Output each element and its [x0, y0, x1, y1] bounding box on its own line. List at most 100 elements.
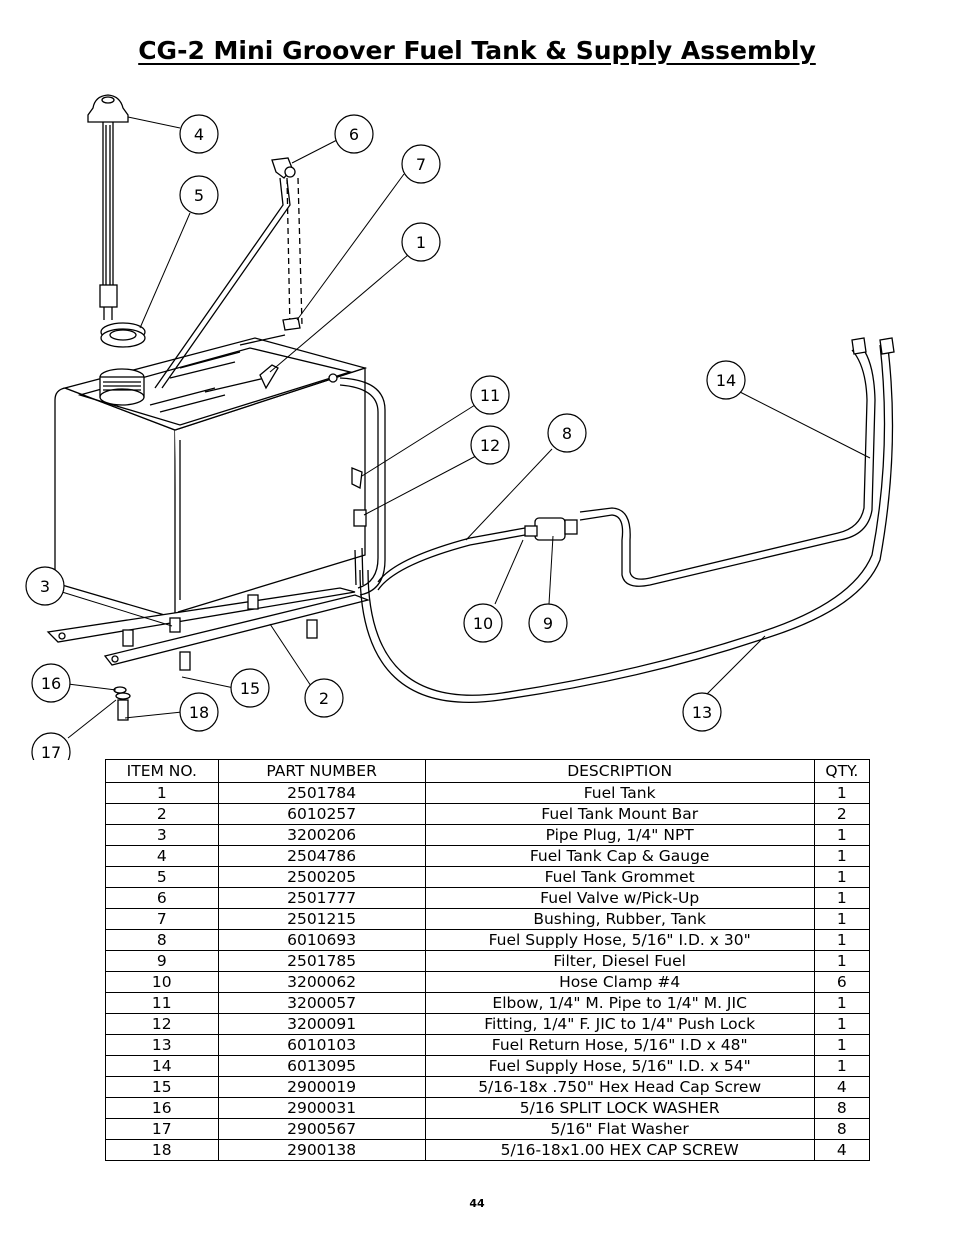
part-number-cell: 3200206 [217, 824, 426, 846]
hoses-drawing [339, 337, 895, 704]
callout-11: 11 [470, 375, 510, 415]
part-number-cell: 2900567 [217, 1118, 426, 1140]
item-no-cell: 17 [105, 1118, 219, 1140]
fuel-valve-drawing [154, 157, 303, 389]
part-number-cell: 2900138 [217, 1139, 426, 1161]
description-cell: Bushing, Rubber, Tank [424, 908, 815, 930]
svg-text:14: 14 [716, 371, 736, 390]
qty-cell: 4 [813, 1076, 871, 1098]
part-number-cell: 6013095 [217, 1055, 426, 1077]
svg-text:18: 18 [189, 703, 209, 722]
description-cell: Elbow, 1/4" M. Pipe to 1/4" M. JIC [424, 992, 815, 1014]
svg-text:3: 3 [40, 577, 50, 596]
callout-9: 9 [528, 603, 568, 643]
qty-cell: 1 [813, 1013, 871, 1035]
svg-text:17: 17 [41, 743, 61, 760]
item-no-cell: 4 [105, 845, 219, 867]
item-no-cell: 1 [105, 782, 219, 804]
description-cell: Filter, Diesel Fuel [424, 950, 815, 972]
svg-text:1: 1 [416, 233, 426, 252]
svg-text:15: 15 [240, 679, 260, 698]
item-no-cell: 12 [105, 1013, 219, 1035]
callout-4: 4 [179, 114, 219, 154]
qty-cell: 1 [813, 1034, 871, 1056]
description-cell: 5/16-18x .750" Hex Head Cap Screw [424, 1076, 815, 1098]
part-number-cell: 2501777 [217, 887, 426, 909]
description-cell: Fuel Tank [424, 782, 815, 804]
callout-2: 2 [304, 678, 344, 718]
callout-1: 1 [401, 222, 441, 262]
description-cell: 5/16-18x1.00 HEX CAP SCREW [424, 1139, 815, 1161]
column-header-item-no: ITEM NO. [105, 759, 219, 783]
item-no-cell: 2 [105, 803, 219, 825]
item-no-cell: 13 [105, 1034, 219, 1056]
callout-6: 6 [334, 114, 374, 154]
description-cell: Pipe Plug, 1/4" NPT [424, 824, 815, 846]
column-header-description: DESCRIPTION [424, 759, 815, 783]
part-number-cell: 3200057 [217, 992, 426, 1014]
part-number-cell: 2500205 [217, 866, 426, 888]
callout-15: 15 [230, 668, 270, 708]
qty-cell: 1 [813, 992, 871, 1014]
item-no-cell: 8 [105, 929, 219, 951]
qty-cell: 8 [813, 1118, 871, 1140]
part-number-cell: 6010257 [217, 803, 426, 825]
callout-8: 8 [547, 413, 587, 453]
item-no-cell: 11 [105, 992, 219, 1014]
svg-text:12: 12 [480, 436, 500, 455]
description-cell: Fuel Tank Grommet [424, 866, 815, 888]
description-cell: Fuel Supply Hose, 5/16" I.D. x 30" [424, 929, 815, 951]
svg-text:6: 6 [349, 125, 359, 144]
column-header-part-number: PART NUMBER [217, 759, 426, 783]
table-header-row: ITEM NO. PART NUMBER DESCRIPTION QTY. [105, 759, 871, 783]
callout-13: 13 [682, 692, 722, 732]
callout-16: 16 [31, 663, 71, 703]
part-number-cell: 2504786 [217, 845, 426, 867]
callout-14: 14 [706, 360, 746, 400]
item-no-cell: 14 [105, 1055, 219, 1077]
description-cell: Fuel Supply Hose, 5/16" I.D. x 54" [424, 1055, 815, 1077]
description-cell: Fitting, 1/4" F. JIC to 1/4" Push Lock [424, 1013, 815, 1035]
svg-text:5: 5 [194, 186, 204, 205]
part-number-cell: 2501784 [217, 782, 426, 804]
item-no-cell: 15 [105, 1076, 219, 1098]
callout-17: 17 [31, 732, 71, 760]
qty-cell: 1 [813, 929, 871, 951]
part-number-cell: 2900019 [217, 1076, 426, 1098]
leader-lines [61, 116, 871, 739]
qty-cell: 1 [813, 866, 871, 888]
qty-cell: 1 [813, 782, 871, 804]
description-cell: Fuel Tank Cap & Gauge [424, 845, 815, 867]
svg-text:16: 16 [41, 674, 61, 693]
item-no-cell: 6 [105, 887, 219, 909]
cap-gauge-drawing [87, 94, 129, 320]
svg-text:8: 8 [562, 424, 572, 443]
svg-text:7: 7 [416, 155, 426, 174]
qty-cell: 1 [813, 887, 871, 909]
item-no-cell: 7 [105, 908, 219, 930]
qty-cell: 1 [813, 845, 871, 867]
part-number-cell: 3200091 [217, 1013, 426, 1035]
svg-text:10: 10 [473, 614, 493, 633]
item-no-cell: 10 [105, 971, 219, 993]
description-cell: Fuel Return Hose, 5/16" I.D x 48" [424, 1034, 815, 1056]
description-cell: Hose Clamp #4 [424, 971, 815, 993]
qty-cell: 4 [813, 1139, 871, 1161]
part-number-cell: 6010693 [217, 929, 426, 951]
svg-text:11: 11 [480, 386, 500, 405]
item-no-cell: 5 [105, 866, 219, 888]
